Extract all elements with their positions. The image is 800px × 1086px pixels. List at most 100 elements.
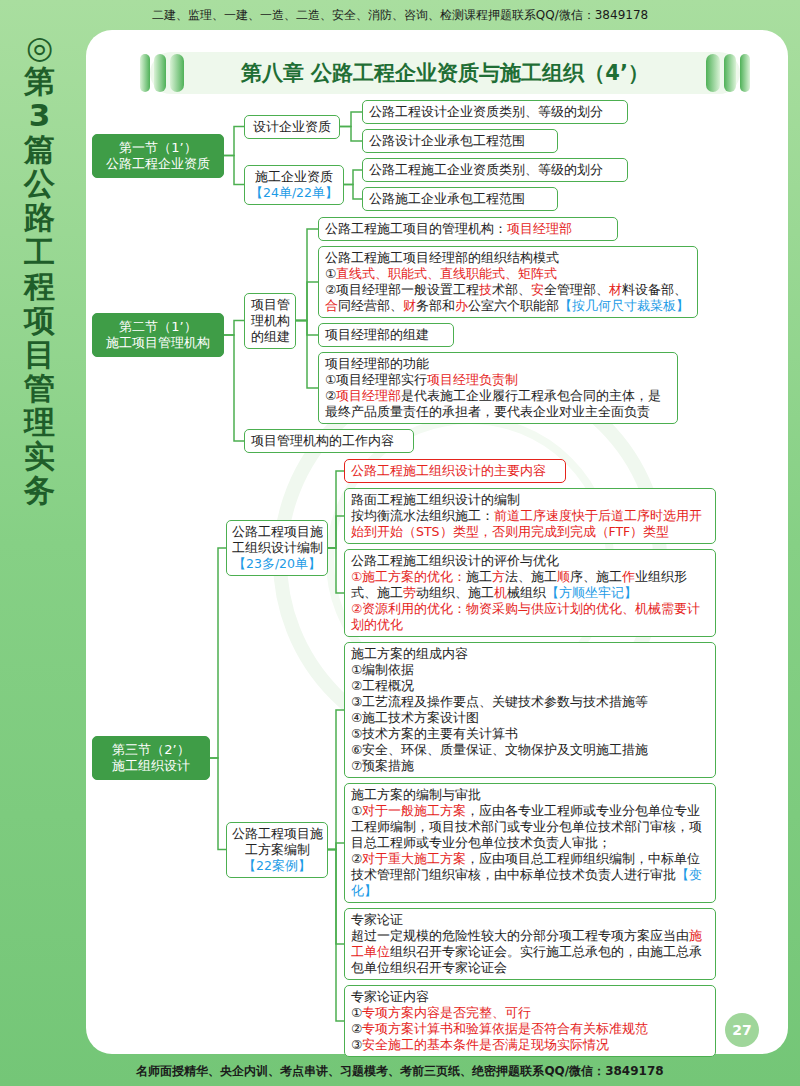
text-run: 公路设计企业承包工程范围 <box>369 133 525 148</box>
text-run: 按均衡流水法组织施工： <box>351 508 494 523</box>
text-run: 公路工程施工企业资质类别、等级的划分 <box>369 162 603 177</box>
text-run: 第三节（2’） <box>112 742 189 757</box>
topic-box: 专家论证内容①专项方案内容是否完整、可行②专项方案计算书和验算依据是否符合有关标… <box>344 985 716 1057</box>
node-text: 超过一定规模的危险性较大的分部分项工程专项方案应当由施工单位组织召开专家论证会。… <box>351 928 709 976</box>
node-text: ④施工技术方案设计图 <box>351 710 709 726</box>
node-text: 【23多/20单】 <box>231 556 323 572</box>
topic-box: 公路工程项目施工方案编制【22案例】 <box>226 822 328 878</box>
node-text: ②资源利用的优化：物资采购与供应计划的优化、机械需要计划的优化 <box>351 601 709 633</box>
section-box: 第三节（2’）施工组织设计 <box>92 736 210 780</box>
node-heading: 公路工程施工项目的管理机构：项目经理部 <box>325 221 611 237</box>
text-run: 公路工程项目施工组织设计编制 <box>232 524 323 555</box>
part-heading: ◎第3篇 公路工程项目管理实务 <box>24 30 55 507</box>
text-run: 劳 <box>403 585 416 600</box>
text-run: 【22案例】 <box>243 858 311 873</box>
text-run: 项目管理机构的组建 <box>251 297 290 344</box>
text-run: 械组织 <box>507 585 546 600</box>
text-run: 施工企业资质 <box>255 169 333 184</box>
bracket-connector <box>224 335 244 441</box>
text-run: 公路工程企业资质 <box>106 156 210 171</box>
node-text: ②工程概况 <box>351 678 709 694</box>
text-run: 对于一般施工方案 <box>362 803 466 818</box>
bracket-connector <box>224 127 244 156</box>
text-run: 专项方案内容是否完整、可行 <box>362 1005 531 1020</box>
section-box: 第二节（1’）施工项目管理机构 <box>92 313 224 357</box>
text-run: 施工方案的编制与审批 <box>351 787 481 802</box>
node-heading: 第三节（2’） <box>97 742 205 758</box>
text-run: 路面工程施工组织设计的编制 <box>351 492 520 507</box>
bracket-connector <box>296 282 318 321</box>
node-text: ①施工方案的优化：施工方法、施工顺序、施工作业组织形式、施工劳动组织、施工机械组… <box>351 569 709 601</box>
node-heading: 公路工程项目施工组织设计编制 <box>231 524 323 556</box>
text-run: 超过一定规模的危险性较大的分部分项工程专项方案应当由 <box>351 928 689 943</box>
text-run: 同经营部、 <box>338 298 403 313</box>
text-run: 施工 <box>466 569 492 584</box>
text-run: ② <box>351 1021 362 1036</box>
topic-box: 项目经理部的组建 <box>318 323 454 347</box>
text-run: ③ <box>351 1037 362 1052</box>
node-heading: 第二节（1’） <box>97 319 219 335</box>
text-run: 直线式、职能式、直线职能式、矩阵式 <box>336 266 557 281</box>
bracket-connector <box>344 185 362 200</box>
topic-box: 项目管理机构的工作内容 <box>244 429 414 453</box>
node-text: 【22案例】 <box>231 858 323 874</box>
text-run: 料设备部、 <box>622 282 687 297</box>
text-run: ① <box>351 1005 362 1020</box>
text-run: 组织召开专家论证会。实行施工总承包的，由施工总承包单位组织召开专家论证会 <box>351 944 702 975</box>
topic-box: 路面工程施工组织设计的编制按均衡流水法组织施工：前道工序速度快于后道工序时选用开… <box>344 488 716 544</box>
node-heading: 公路工程施工企业资质类别、等级的划分 <box>369 162 621 178</box>
text-run: 项目经理部的组建 <box>325 327 429 342</box>
title-stripe <box>140 54 150 92</box>
text-run: 动组织、施工 <box>416 585 494 600</box>
node-heading: 公路设计企业承包工程范围 <box>369 133 551 149</box>
text-run: ⑤技术方案的主要有关计算书 <box>351 726 518 741</box>
node-heading: 公路工程施工项目经理部的组织结构模式 <box>325 250 691 266</box>
text-run: 技 <box>479 282 492 297</box>
text-run: 公路工程项目施工方案编制 <box>232 826 323 857</box>
header-note: 二建、监理、一建、一造、二造、安全、消防、咨询、检测课程押题联系QQ/微信：38… <box>0 8 800 23</box>
bracket-connector <box>224 156 244 185</box>
bracket-connector <box>224 321 244 336</box>
text-run: 对于重大施工方案 <box>362 851 466 866</box>
bracket-connector <box>210 548 226 758</box>
node-heading: 项目管理机构的组建 <box>249 297 291 345</box>
topic-box: 公路工程施工企业资质类别、等级的划分 <box>362 158 628 182</box>
topic-box: 项目经理部的功能①项目经理部实行项目经理负责制②项目经理部是代表施工企业履行工程… <box>318 352 678 424</box>
node-text: 【24单/22单】 <box>249 185 339 201</box>
topic-box: 公路工程施工项目经理部的组织结构模式①直线式、职能式、直线职能式、矩阵式②项目经… <box>318 246 698 318</box>
text-run: 作 <box>622 569 635 584</box>
node-text: ①直线式、职能式、直线职能式、矩阵式 <box>325 266 691 282</box>
text-run: 材 <box>609 282 622 297</box>
text-run: 安全施工的基本条件是否满足现场实际情况 <box>362 1037 609 1052</box>
text-run: 项目经理部的功能 <box>325 356 429 371</box>
text-run: 设计企业资质 <box>253 119 331 134</box>
title-stripe <box>724 54 736 92</box>
text-run: 财 <box>403 298 416 313</box>
title-stripe <box>170 54 184 92</box>
node-text: ⑦预案措施 <box>351 758 709 774</box>
text-run: 公路施工企业承包工程范围 <box>369 191 525 206</box>
chapter-title: 第八章 公路工程企业资质与施工组织（4’） <box>190 59 700 87</box>
node-text: 施工项目管理机构 <box>97 335 219 351</box>
bracket-connector <box>210 758 226 850</box>
text-run: ⑦预案措施 <box>351 758 414 773</box>
text-run: 【23多/20单】 <box>233 556 321 571</box>
text-run: 专家论证 <box>351 912 403 927</box>
text-run: ② <box>325 388 336 403</box>
text-run: 公室六个职能部 <box>468 298 559 313</box>
title-stripe <box>740 54 750 92</box>
node-text: ③安全施工的基本条件是否满足现场实际情况 <box>351 1037 709 1053</box>
node-text: ①专项方案内容是否完整、可行 <box>351 1005 709 1021</box>
text-run: 公路工程施工项目的管理机构： <box>325 221 507 236</box>
bracket-connector <box>296 321 318 389</box>
node-heading: 公路工程施工组织设计的评价与优化 <box>351 553 709 569</box>
text-run: ③工艺流程及操作要点、关键技术参数与技术措施等 <box>351 694 648 709</box>
bracket-connector <box>340 112 362 127</box>
text-run: 机 <box>494 585 507 600</box>
node-text: ⑤技术方案的主要有关计算书 <box>351 726 709 742</box>
text-run: ①项目经理部实行 <box>325 372 427 387</box>
white-panel <box>86 30 788 1054</box>
text-run: 【方顺坐牢记】 <box>546 585 637 600</box>
text-run: ① <box>325 266 336 281</box>
